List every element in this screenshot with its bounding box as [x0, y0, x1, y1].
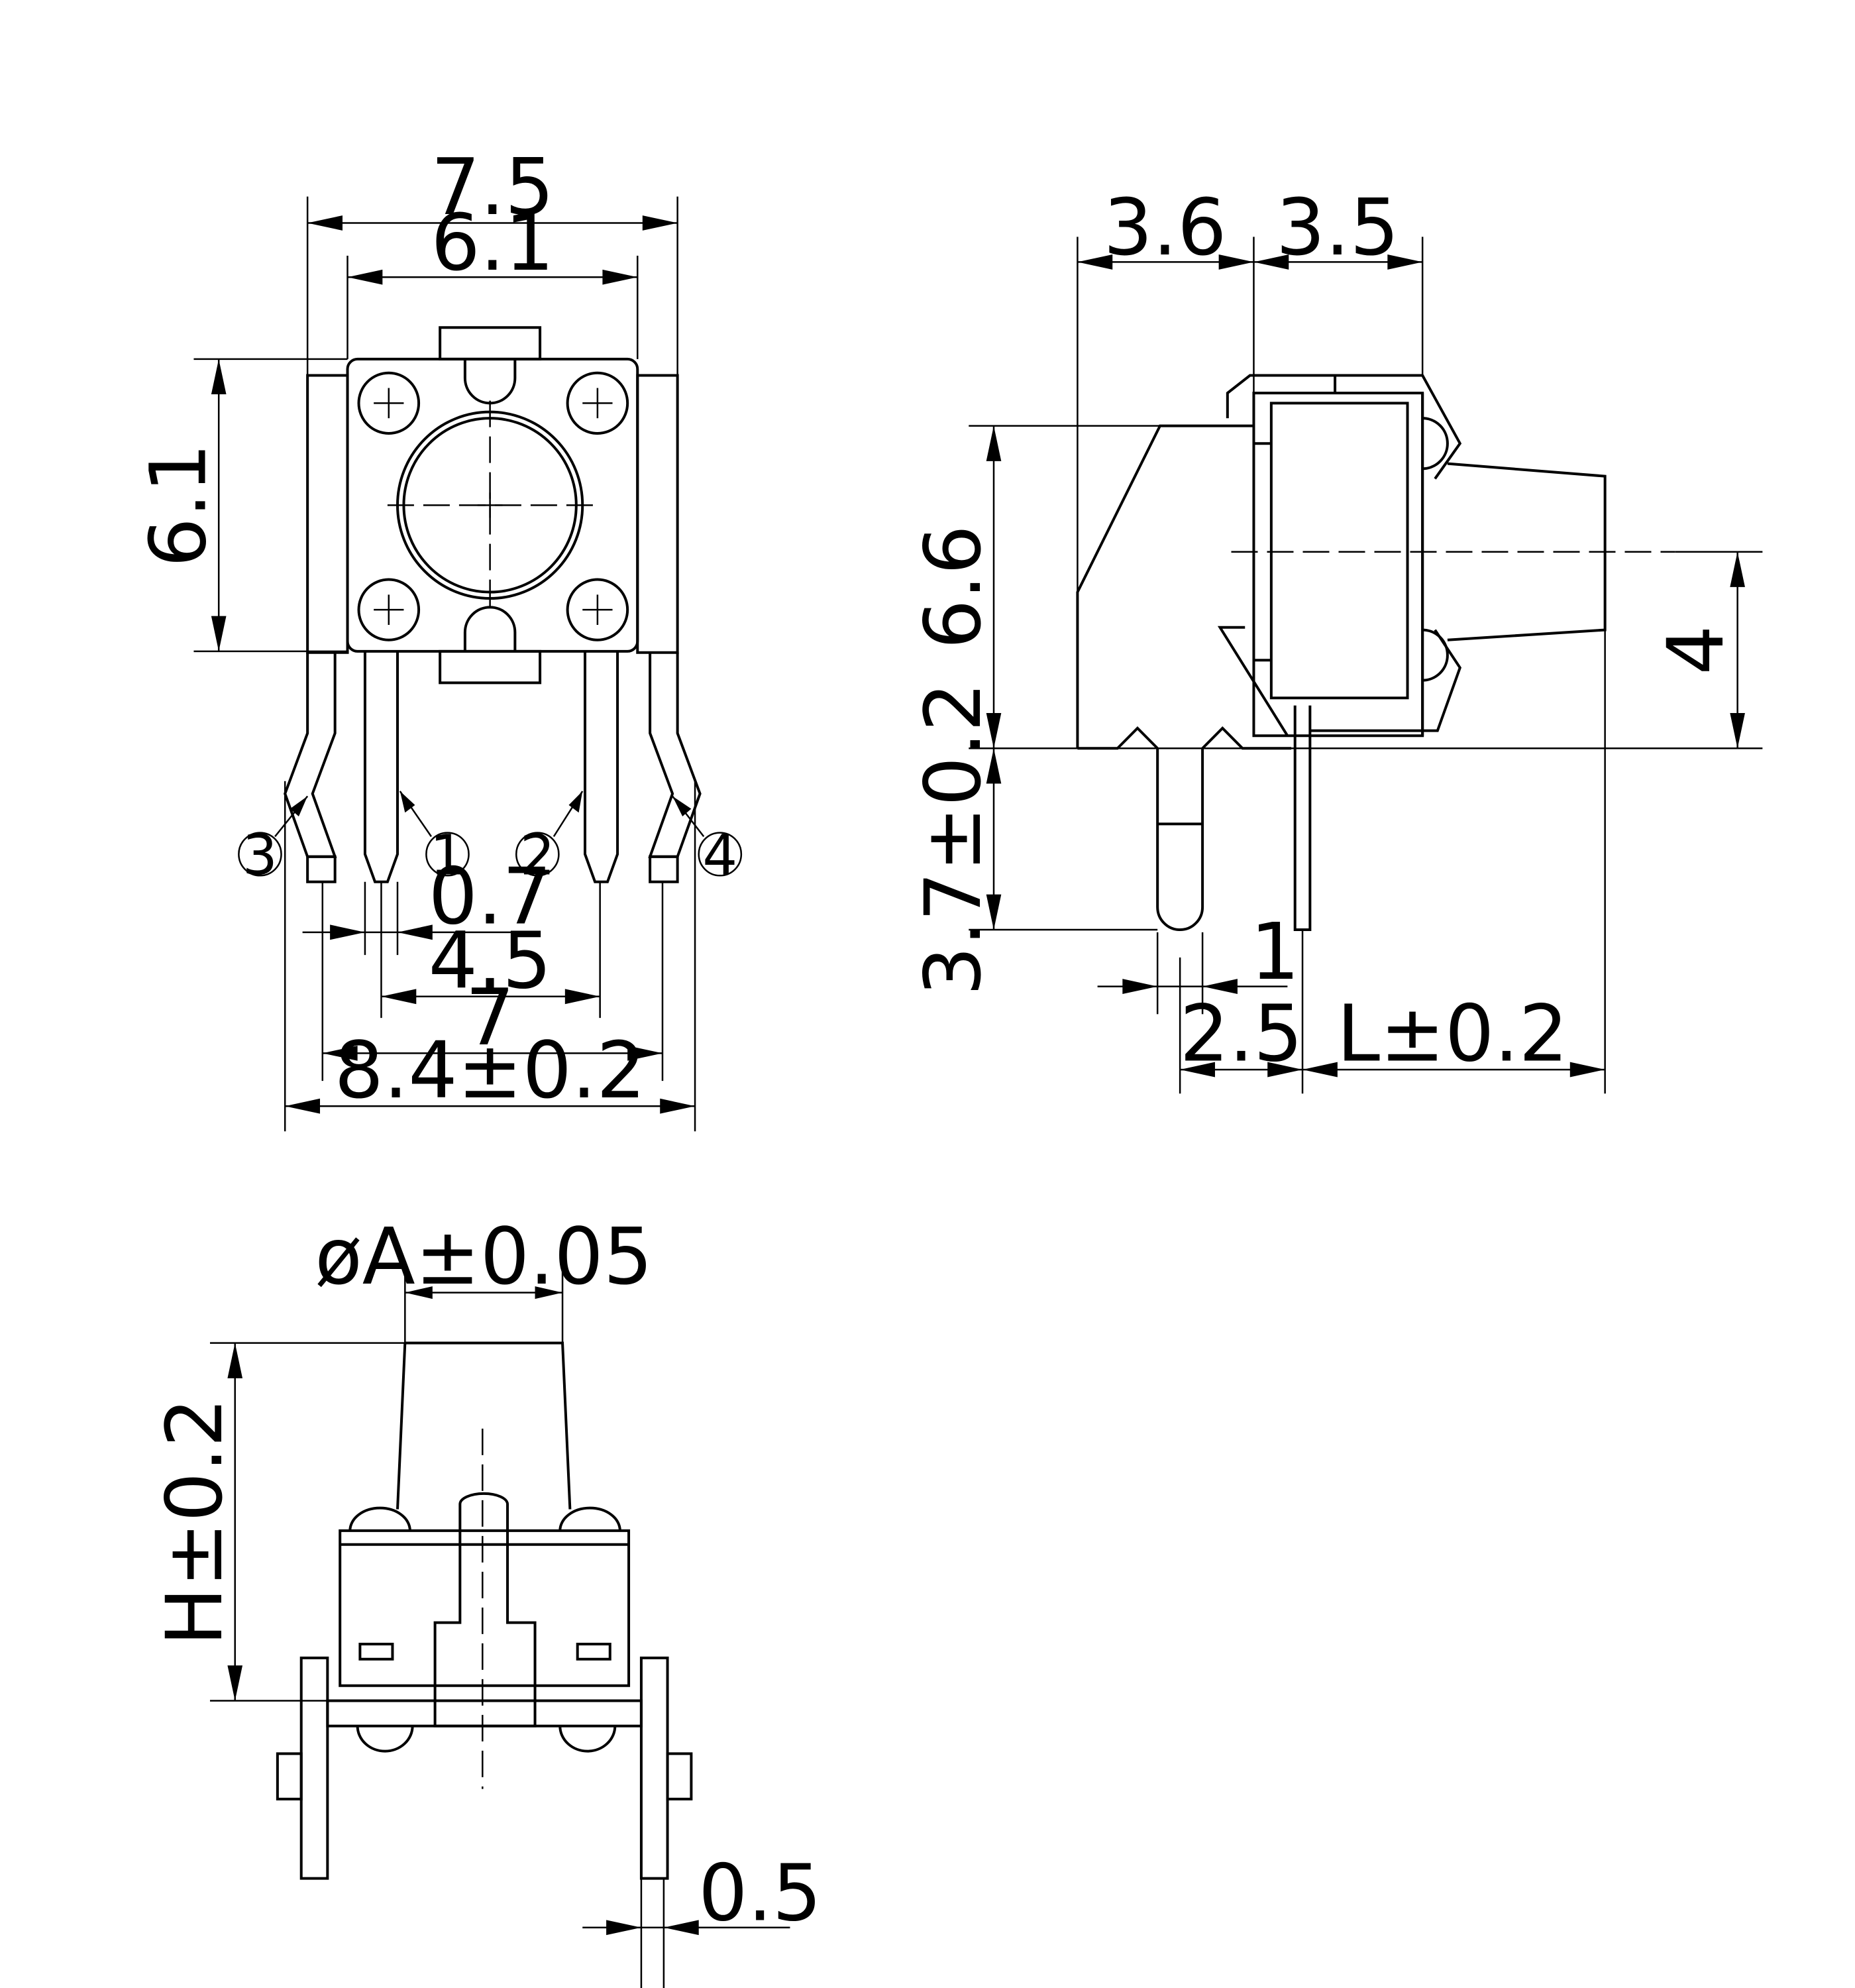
dim-pin-width: 0.7	[429, 851, 552, 942]
end-dimensions: øA±0.05 H±0.2 0.5	[149, 1211, 822, 1988]
pin-1-label: 1	[430, 823, 465, 887]
end-view-body	[327, 1343, 641, 1789]
front-view: 3 1 2 4 7.5 6.1 6.1 0.7	[133, 142, 741, 1131]
pin-3-label: 3	[242, 823, 278, 887]
dim-side-body-height: 6.6	[908, 525, 998, 649]
corner-holes	[359, 373, 628, 640]
pin-callouts: 3 1 2 4	[238, 791, 741, 887]
pins	[285, 651, 700, 882]
dim-overall-width: 7.5	[431, 142, 554, 233]
pin-2-label: 2	[520, 823, 555, 887]
dim-body-width: 6.1	[431, 197, 554, 288]
dim-pin-to-pin: 2.5	[1180, 988, 1303, 1079]
dim-actuator-diameter: øA±0.05	[315, 1211, 653, 1303]
end-view: øA±0.05 H±0.2 0.5	[149, 1211, 822, 1988]
dim-overall-pin-span: 8.4±0.2	[335, 1024, 646, 1116]
dim-inner-pitch: 4.5	[429, 915, 552, 1007]
dim-pin-thickness: 1	[1250, 907, 1299, 998]
side-view: 3.6 3.5 6.6 4 3.7±0.2 1	[908, 182, 1763, 1094]
dim-body-height: 6.1	[133, 443, 223, 567]
dim-side-pin-length: 3.7±0.2	[908, 682, 998, 996]
dim-rear-depth: 3.6	[1103, 182, 1226, 274]
side-dimensions: 3.6 3.5 6.6 4 3.7±0.2 1	[908, 182, 1763, 1094]
dim-front-depth: 3.5	[1276, 182, 1399, 274]
front-dimensions: 7.5 6.1 6.1 0.7 4.5 7 8.	[133, 142, 695, 1131]
dim-terminal-thickness: 0.5	[698, 1848, 822, 1939]
side-actuator	[1231, 464, 1675, 640]
dim-end-height: H±0.2	[149, 1398, 239, 1646]
dim-actuator-center-height: 4	[1650, 625, 1740, 675]
dim-outer-pitch: 7	[465, 972, 514, 1064]
actuator-button	[388, 401, 594, 611]
front-view-body	[307, 327, 677, 683]
end-view-terminals	[278, 1658, 692, 1879]
side-view-body	[1077, 376, 1459, 749]
dim-actuator-length: L±0.2	[1337, 988, 1568, 1079]
pin-4-label: 4	[702, 823, 737, 887]
